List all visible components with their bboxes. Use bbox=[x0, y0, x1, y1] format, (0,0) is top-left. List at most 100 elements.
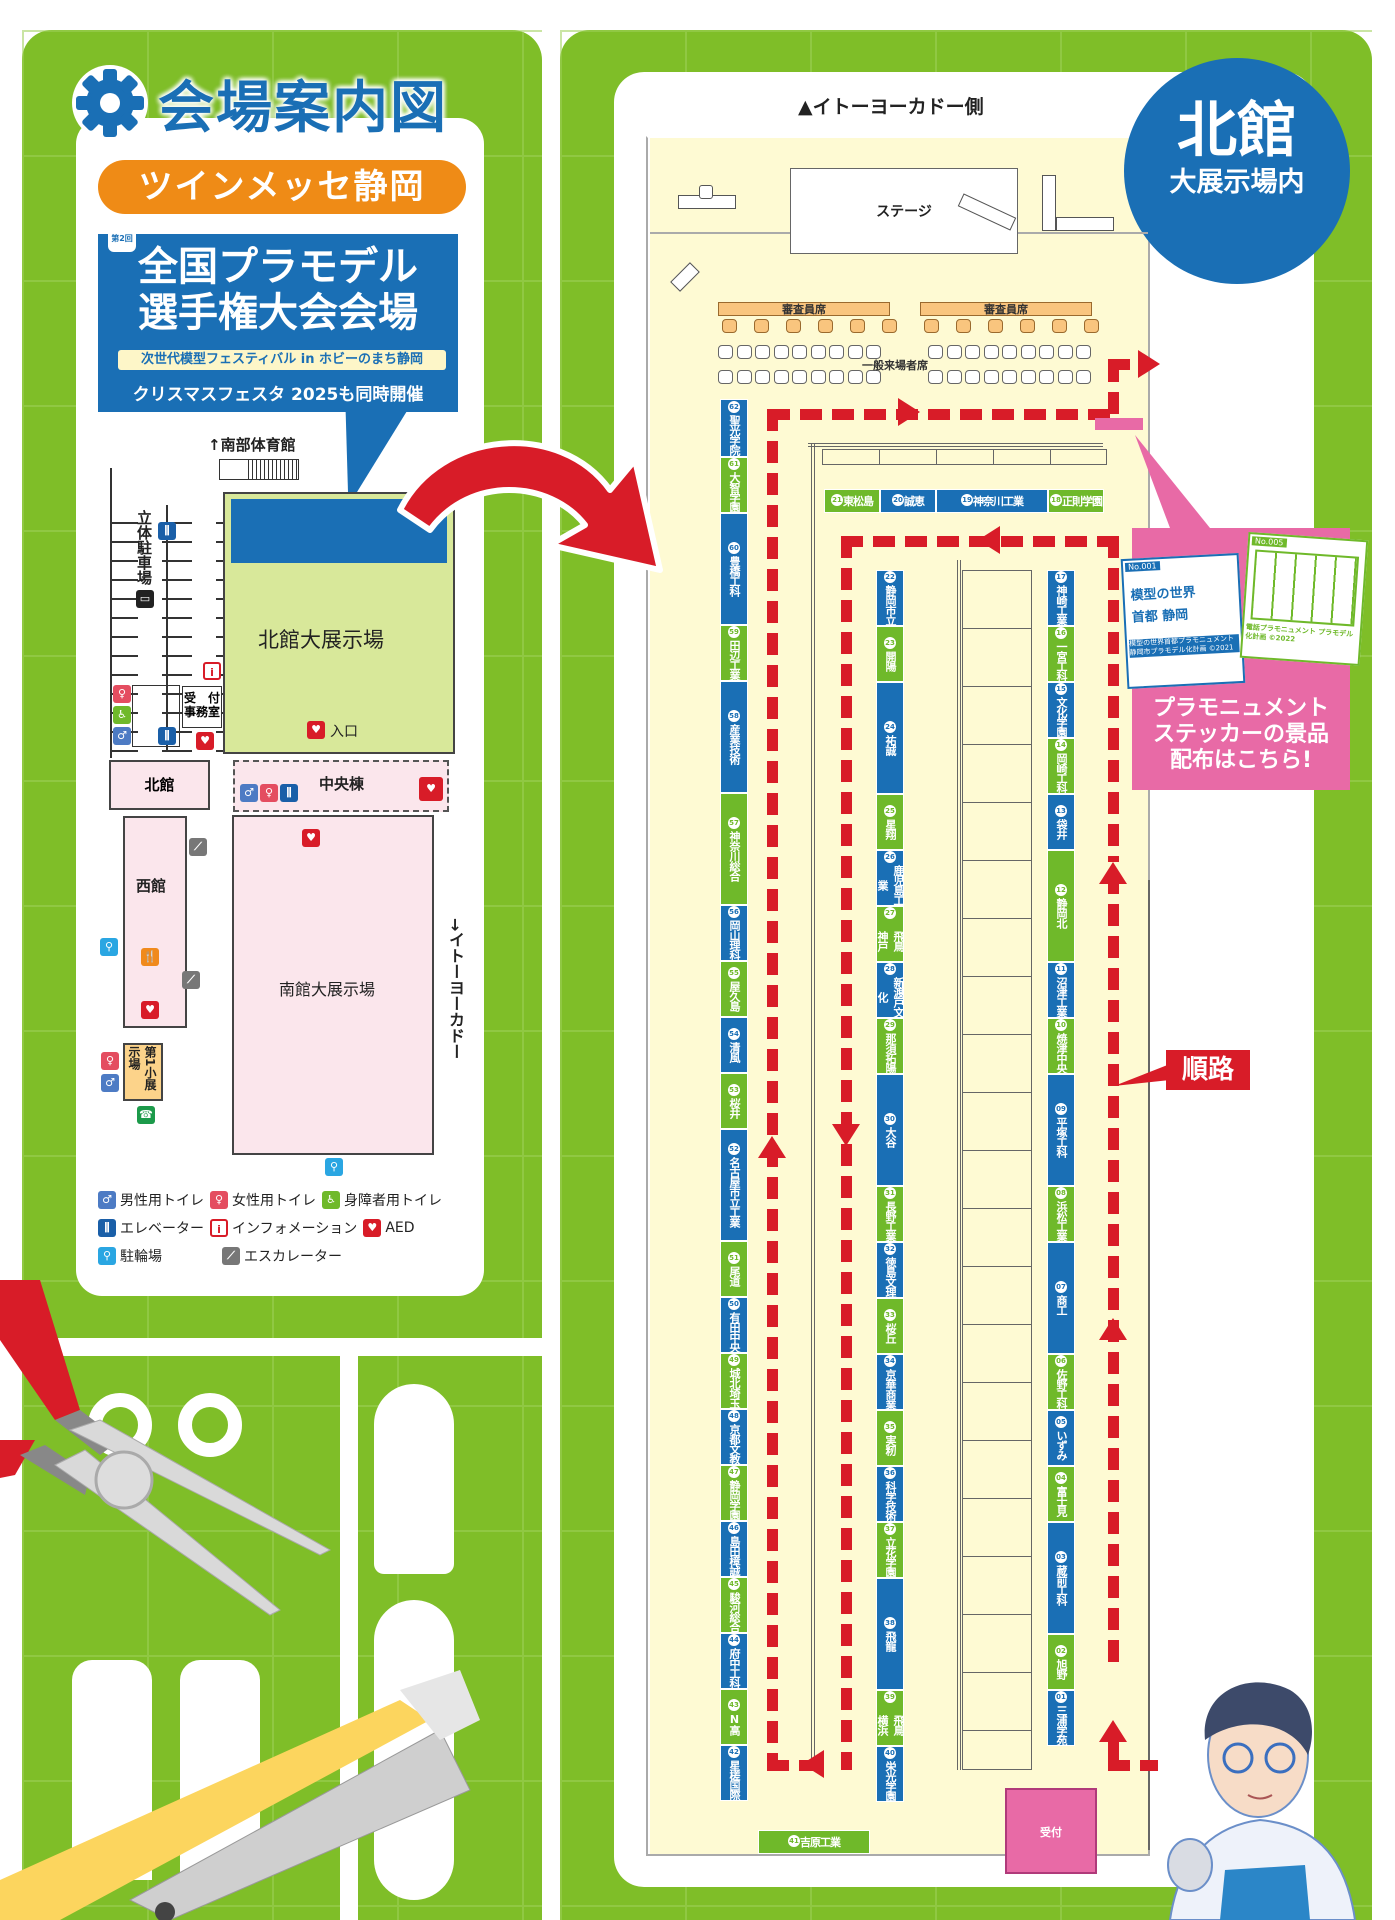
booth-number: 62 bbox=[728, 401, 740, 413]
sticker1-caption: 模型の世界首都プラモニュメント 静岡市プラモデル化計画 ©2021 bbox=[1128, 634, 1240, 658]
booth-name: 開陽 bbox=[884, 651, 897, 671]
route-label-pointer bbox=[1114, 1064, 1170, 1086]
booth-number: 18 bbox=[1050, 494, 1062, 506]
booth-name: 府中工科 bbox=[728, 1648, 741, 1688]
escalator-icon: ⟋ bbox=[222, 1247, 240, 1265]
booth-name: 佐野工科 bbox=[1055, 1369, 1068, 1409]
general-seat bbox=[810, 345, 826, 359]
booth-number: 32 bbox=[884, 1243, 896, 1255]
booth-name: 岡崎工科 bbox=[1055, 753, 1068, 793]
partition-row bbox=[822, 449, 1107, 465]
judges-table-right: 審査員席 bbox=[920, 302, 1092, 316]
booth-name: 飛鳥 神戸 bbox=[876, 931, 905, 951]
booth-number: 45 bbox=[728, 1578, 740, 1590]
booth-name: 岡山理科 bbox=[728, 920, 741, 960]
reception-desk[interactable]: 受付 bbox=[1005, 1788, 1097, 1874]
booth-number: 48 bbox=[728, 1410, 740, 1422]
parking-label: 立体駐車場 bbox=[135, 510, 153, 585]
sticker-no-005: No.005 電話プラモニュメント プラモデル化計画 ©2022 bbox=[1239, 531, 1369, 667]
booth-number: 58 bbox=[728, 710, 740, 722]
booth-name: 焼津中央 bbox=[1055, 1033, 1068, 1073]
route-path bbox=[1108, 1742, 1119, 1764]
general-seat bbox=[829, 345, 844, 359]
legend-item: ♿身障者用トイレ bbox=[322, 1190, 442, 1210]
booth-name: 静岡北 bbox=[1055, 898, 1068, 928]
booth-27[interactable]: 27 飛鳥 神戸 bbox=[876, 906, 905, 962]
parking-center-line bbox=[166, 505, 168, 750]
booth-name: 科学技術 bbox=[884, 1481, 897, 1521]
booth-name: 蔵前工科 bbox=[1055, 1565, 1068, 1605]
escalator-icon: ⟋ bbox=[182, 971, 200, 989]
general-seat bbox=[1002, 345, 1017, 359]
sticker-distribution-point[interactable] bbox=[1095, 418, 1143, 430]
sticker2-art bbox=[1250, 549, 1360, 627]
general-seat bbox=[965, 370, 980, 384]
restaurant-icon: 🍴 bbox=[141, 948, 159, 966]
sprue-runner bbox=[542, 0, 560, 1920]
booth-number: 27 bbox=[884, 907, 896, 919]
